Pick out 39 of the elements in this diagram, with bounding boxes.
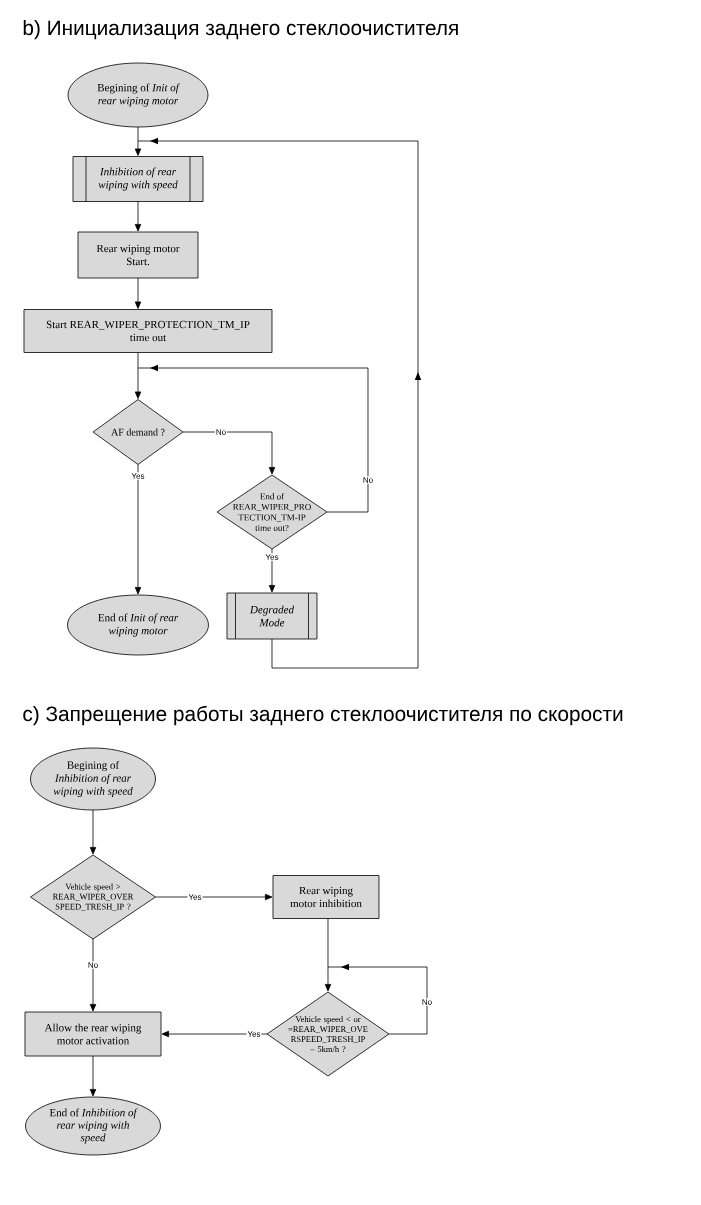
arrow (155, 893, 273, 901)
process-box: Rear wiping motor inhibition (272, 875, 380, 919)
subprocess-box: Inhibition of rear wiping with speed (72, 156, 204, 202)
edge-label: No (361, 476, 375, 484)
arrow (182, 431, 276, 475)
arrow (89, 938, 97, 1012)
arrow (137, 364, 369, 513)
subprocess-box: Degraded Mode (226, 592, 318, 640)
edge-label: Yes (264, 553, 280, 561)
arrow (327, 963, 428, 1035)
arrow (134, 140, 142, 156)
edge-label: No (420, 998, 434, 1006)
connector-line (327, 918, 329, 968)
edge-label: Yes (187, 893, 203, 901)
arrow (89, 1055, 97, 1097)
arrow (137, 137, 422, 669)
terminator-oval: End of Init of rear wiping motor (67, 594, 209, 656)
connector-line (137, 352, 139, 369)
terminator-oval: Begining of Inhibition of rear wiping with speed (30, 747, 156, 811)
arrow (134, 201, 142, 232)
edge-label: No (86, 961, 100, 969)
process-box: Rear wiping motor Start. (77, 231, 199, 279)
section-heading: c) Запрещение работы заднего стеклоочистителя по скорости (23, 705, 623, 726)
edge-label: No (214, 428, 228, 436)
edge-label: Yes (130, 472, 146, 480)
arrow (134, 277, 142, 309)
arrow (89, 809, 97, 855)
process-box: Start REAR_WIPER_PROTECTION_TM_IP time out (23, 309, 273, 353)
arrow (134, 464, 142, 595)
terminator-oval: Begining of Init of rear wiping motor (67, 62, 209, 128)
edge-label: Yes (246, 1030, 262, 1038)
process-box: Allow the rear wiping motor activation (24, 1011, 162, 1057)
terminator-oval: End of Inhibition of rear wiping with speed (25, 1096, 161, 1156)
arrow (161, 1030, 268, 1038)
arrow (268, 548, 276, 593)
section-heading: b) Инициализация заднего стеклоочистителя (23, 19, 458, 40)
arrow (324, 966, 332, 992)
connector-line (137, 126, 139, 142)
arrow (134, 367, 142, 399)
